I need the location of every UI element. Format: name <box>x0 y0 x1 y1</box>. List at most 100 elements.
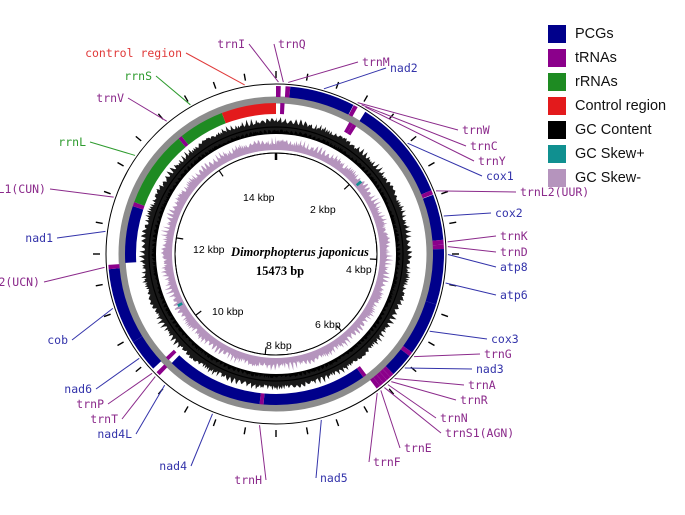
label-leader <box>445 282 497 296</box>
gene-label: trnP <box>76 397 104 411</box>
gene-trnl1-cun- <box>132 202 145 210</box>
outer-tick <box>441 190 449 195</box>
gene-atp8 <box>432 249 444 260</box>
legend-item: tRNAs <box>548 46 666 70</box>
gene-control-region <box>221 103 276 124</box>
outer-tick <box>135 135 142 142</box>
outer-tick <box>449 221 457 225</box>
gene-trnr <box>379 369 391 381</box>
outer-tick <box>363 95 369 102</box>
label-leader <box>404 367 473 370</box>
gene-label: nad3 <box>476 362 504 376</box>
gene-nad4 <box>184 365 261 405</box>
gene-label: control region <box>85 46 182 60</box>
kbp-tick-label: 2 kbp <box>310 204 336 216</box>
legend-item: GC Skew+ <box>548 142 666 166</box>
kbp-tick <box>343 184 350 190</box>
label-leader <box>135 384 166 435</box>
gene-label: trnS1(AGN) <box>445 426 514 440</box>
gene-label: trnM <box>362 55 390 69</box>
legend-swatch <box>548 97 566 115</box>
gene-label: trnG <box>484 347 512 361</box>
gene-nad5 <box>263 368 364 405</box>
legend-swatch <box>548 169 566 187</box>
gene-trnd <box>432 244 444 250</box>
legend-label: GC Skew+ <box>575 146 645 162</box>
gene-trny <box>347 124 357 136</box>
outer-tick <box>212 419 217 427</box>
kbp-tick <box>218 170 224 177</box>
label-leader <box>315 419 322 479</box>
label-leader <box>361 104 467 147</box>
legend-item: Control region <box>548 94 666 118</box>
label-leader <box>49 188 114 198</box>
gene-cob <box>108 268 143 343</box>
label-leader <box>447 235 497 243</box>
gc-skew-plus-mark <box>355 180 363 187</box>
label-leader <box>384 387 442 434</box>
outer-tick <box>95 283 103 287</box>
gene-trne <box>370 377 381 389</box>
label-leader <box>121 376 156 420</box>
label-leader <box>95 357 140 390</box>
outer-tick <box>117 161 124 167</box>
gene-label: trnT <box>90 412 118 426</box>
gc-tracks <box>138 117 413 391</box>
legend-label: GC Skew- <box>575 170 642 186</box>
gene-trna <box>382 366 394 378</box>
gene-label: cox3 <box>491 332 519 346</box>
gene-trni <box>276 86 281 98</box>
gene-label: trnA <box>468 378 496 392</box>
gene-label: cox2 <box>495 206 523 220</box>
gene-label: rrnS <box>124 69 152 83</box>
label-leader <box>127 97 167 122</box>
outer-tick <box>183 95 189 102</box>
gene-trnt <box>156 364 168 376</box>
gene-label: trnL1(CUN) <box>0 182 46 196</box>
label-leader <box>368 393 378 463</box>
outer-tick <box>428 341 435 347</box>
label-leader <box>387 384 437 419</box>
legend-label: tRNAs <box>575 50 617 66</box>
label-leader <box>323 67 387 90</box>
gene-label: trnC <box>470 139 498 153</box>
gene-trnn <box>376 371 387 384</box>
outer-tick <box>335 419 340 427</box>
gene-nad3 <box>385 349 410 375</box>
gene-nad6 <box>132 336 162 369</box>
outer-tick <box>103 313 111 318</box>
kbp-tick <box>176 237 184 240</box>
gene-label: cob <box>47 333 68 347</box>
legend-label: Control region <box>575 98 667 114</box>
backbone-ring <box>118 96 434 412</box>
gene-trnc <box>344 122 353 134</box>
kbp-tick-label: 12 kbp <box>193 244 225 256</box>
legend-label: PCGs <box>575 26 614 42</box>
label-leader <box>443 212 492 217</box>
gene-trnk <box>432 239 444 246</box>
outer-tick <box>243 73 247 81</box>
gene-atp6 <box>425 259 444 305</box>
label-leader <box>56 230 106 239</box>
label-leader <box>447 253 497 268</box>
gene-label: nad5 <box>320 471 348 485</box>
label-leader <box>394 378 465 386</box>
outer-tick <box>428 161 435 167</box>
gene-label: nad4 <box>159 459 187 473</box>
legend-swatch <box>548 145 566 163</box>
gene-trnq <box>279 103 285 115</box>
gene-label: trnQ <box>278 37 306 51</box>
gene-cox3 <box>403 301 437 353</box>
gene-trns1-agn- <box>373 374 384 386</box>
gene-label: trnF <box>373 455 401 469</box>
label-leader <box>107 372 153 405</box>
gene-trns2-ucn- <box>108 264 120 270</box>
label-leader <box>380 390 401 449</box>
outer-scale-ring <box>105 83 447 425</box>
label-leader <box>407 142 483 177</box>
gene-label: nad1 <box>25 231 53 245</box>
